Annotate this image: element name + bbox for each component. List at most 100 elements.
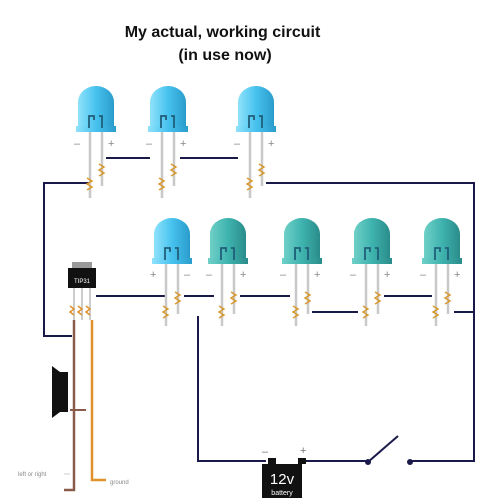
solder-joint: [157, 177, 166, 191]
led-post: [375, 247, 379, 260]
battery-label: battery: [271, 490, 293, 497]
solder-joint: [373, 291, 382, 305]
led-anvil: [294, 247, 301, 260]
solder-joint: [85, 177, 94, 191]
solder-joint: [161, 305, 170, 319]
solder-joint: [76, 305, 84, 316]
led-rim: [208, 258, 248, 264]
led-polarity-left: –: [74, 138, 81, 150]
led-polarity-left: –: [420, 269, 427, 281]
transistor: TIP31: [68, 262, 96, 336]
solder-joint: [443, 291, 452, 305]
diagram-subtitle: (in use now): [178, 47, 272, 64]
solder-joint: [303, 291, 312, 305]
solder-joint: [68, 305, 76, 316]
solder-joint: [173, 291, 182, 305]
led-5: –+: [206, 218, 248, 326]
led-icon: [150, 86, 186, 130]
led-post: [445, 247, 449, 260]
led-post: [99, 115, 103, 128]
led-polarity-right: +: [384, 269, 390, 281]
audio-input: left or right ground: [18, 320, 129, 492]
led-group: –+–+–++––+–+–+–+: [74, 86, 462, 326]
led-4: +–: [150, 218, 192, 326]
led-polarity-right: +: [454, 269, 460, 281]
led-icon: [154, 218, 190, 262]
led-polarity-left: –: [234, 138, 241, 150]
led-polarity-right: +: [180, 138, 186, 150]
led-icon: [354, 218, 390, 262]
transistor-label: TIP31: [74, 279, 91, 285]
battery-voltage: 12v: [270, 471, 295, 488]
battery: – + 12v battery: [262, 445, 306, 498]
led-anvil: [434, 247, 441, 260]
solder-joint: [97, 163, 106, 177]
orange-wire: [90, 320, 106, 482]
left-or-right-label: left or right: [18, 472, 47, 478]
led-polarity-left: –: [206, 269, 213, 281]
led-anvil: [164, 247, 171, 260]
led-icon: [78, 86, 114, 130]
led-1: –+: [74, 86, 116, 198]
solder-joint: [257, 163, 266, 177]
led-rim: [148, 126, 188, 132]
transistor-tab: [72, 262, 92, 268]
led-2: –+: [146, 86, 188, 198]
led-8: –+: [420, 218, 462, 326]
led-polarity-right: –: [184, 269, 191, 281]
battery-icon: [262, 464, 302, 498]
led-polarity-right: +: [314, 269, 320, 281]
led-3: –+: [234, 86, 276, 198]
battery-minus-sign: –: [262, 446, 269, 458]
led-post: [171, 115, 175, 128]
brown-wire: [64, 320, 76, 492]
led-polarity-left: –: [280, 269, 287, 281]
solder-joint: [245, 177, 254, 191]
led-rim: [76, 126, 116, 132]
solder-joint: [431, 305, 440, 319]
led-polarity-left: –: [350, 269, 357, 281]
battery-terminal-minus: [268, 458, 276, 464]
led-rim: [152, 258, 192, 264]
solder-joint: [229, 291, 238, 305]
led-polarity-left: +: [150, 269, 156, 281]
solder-joint: [84, 305, 92, 316]
led-icon: [238, 86, 274, 130]
led-polarity-right: +: [240, 269, 246, 281]
led-6: –+: [280, 218, 322, 326]
ground-label: ground: [110, 480, 129, 486]
led-polarity-right: +: [108, 138, 114, 150]
led-anvil: [160, 115, 167, 128]
diagram-title: My actual, working circuit: [124, 24, 321, 41]
led-rim: [352, 258, 392, 264]
solder-joint: [217, 305, 226, 319]
led-anvil: [248, 115, 255, 128]
led-post: [231, 247, 235, 260]
wire-right-bus: [266, 182, 475, 462]
led-icon: [210, 218, 246, 262]
led-rim: [282, 258, 322, 264]
wires: [43, 157, 475, 462]
battery-terminal-plus: [298, 458, 306, 464]
led-icon: [424, 218, 460, 262]
solder-joint: [169, 163, 178, 177]
speaker-icon: [52, 366, 68, 418]
led-rim: [236, 126, 276, 132]
led-polarity-left: –: [146, 138, 153, 150]
led-7: –+: [350, 218, 392, 326]
switch-icon: [365, 435, 413, 465]
led-anvil: [88, 115, 95, 128]
led-icon: [284, 218, 320, 262]
led-post: [259, 115, 263, 128]
transistor-icon: [68, 268, 96, 288]
led-anvil: [220, 247, 227, 260]
led-post: [175, 247, 179, 260]
wire-left-bus: [43, 182, 90, 337]
solder-joint: [291, 305, 300, 319]
led-post: [305, 247, 309, 260]
wire-battery-minus: [197, 316, 266, 462]
battery-plus-sign: +: [300, 445, 306, 457]
solder-joint: [361, 305, 370, 319]
led-polarity-right: +: [268, 138, 274, 150]
